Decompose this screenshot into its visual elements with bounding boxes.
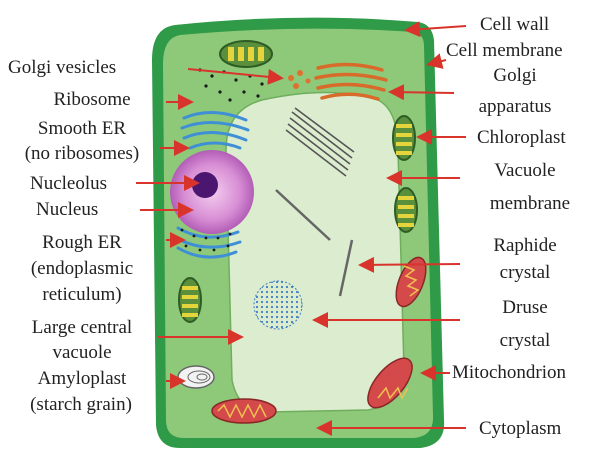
label-ribosome: Ribosome [36, 89, 148, 110]
chloroplast-right-1 [393, 116, 415, 160]
chloroplast-left-lower [179, 278, 201, 322]
druse-crystal [254, 281, 302, 329]
label-vacuole-membrane: Vacuole [465, 160, 585, 181]
chloroplast-right-2 [395, 188, 417, 232]
label-amyloplast: Amyloplast [8, 368, 156, 389]
label-nucleus: Nucleus [36, 199, 98, 220]
label-golgi-apparatus: apparatus [455, 96, 575, 117]
label-rough-er-note-1: (endoplasmic [8, 258, 156, 279]
label-druse: Druse [470, 297, 580, 318]
central-vacuole [226, 93, 404, 413]
nucleus [170, 150, 254, 234]
nucleolus [192, 172, 218, 198]
label-golgi-vesicles: Golgi vesicles [8, 57, 116, 78]
mitochondrion-bottom [212, 399, 276, 423]
amyloplast [178, 366, 214, 388]
label-starch-grain: (starch grain) [2, 394, 160, 415]
label-rough-er: Rough ER [8, 232, 156, 253]
label-rough-er-note-2: reticulum) [8, 284, 156, 305]
label-vacuole: vacuole [8, 342, 156, 363]
label-smooth-er-note: (no ribosomes) [8, 143, 156, 164]
label-golgi: Golgi [460, 65, 570, 86]
label-raphide-crystal: crystal [470, 262, 580, 283]
label-membrane: membrane [465, 193, 595, 214]
label-chloroplast: Chloroplast [477, 127, 566, 148]
label-raphide: Raphide [470, 235, 580, 256]
label-cytoplasm: Cytoplasm [479, 418, 561, 439]
label-smooth-er: Smooth ER [8, 118, 156, 139]
label-cell-membrane: Cell membrane [446, 40, 563, 61]
label-druse-crystal: crystal [470, 330, 580, 351]
label-large-central-vacuole: Large central [8, 317, 156, 338]
label-nucleolus: Nucleolus [30, 173, 107, 194]
chloroplast-top [220, 41, 272, 67]
label-mitochondrion: Mitochondrion [452, 362, 566, 383]
label-cell-wall: Cell wall [480, 14, 549, 35]
